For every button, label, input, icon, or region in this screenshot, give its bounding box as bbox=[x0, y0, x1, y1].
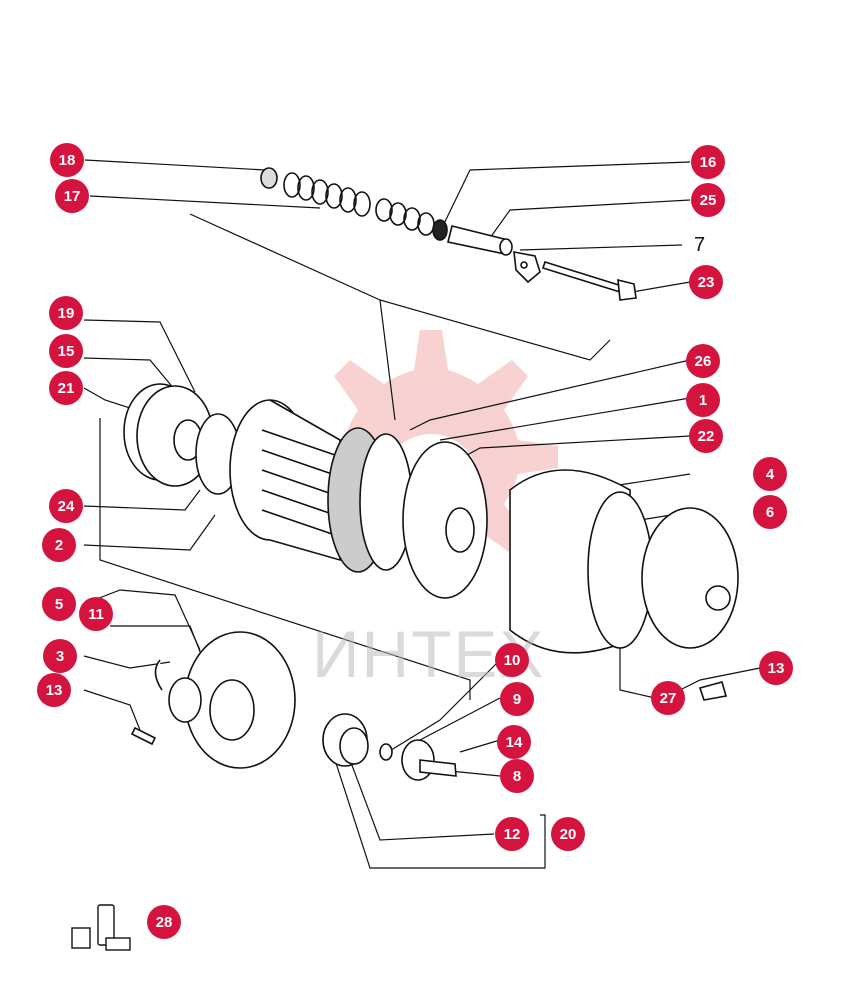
part-bolt-long bbox=[541, 261, 637, 301]
callout-22[interactable]: 22 bbox=[689, 419, 723, 453]
part-bracket bbox=[513, 251, 541, 284]
callout-13[interactable]: 13 bbox=[37, 673, 71, 707]
callout-19[interactable]: 19 bbox=[49, 296, 83, 330]
part-drum-housing bbox=[509, 469, 739, 654]
leader-lines bbox=[83, 159, 761, 869]
callout-27[interactable]: 27 bbox=[651, 681, 685, 715]
callout-15[interactable]: 15 bbox=[49, 334, 83, 368]
callout-11[interactable]: 11 bbox=[79, 597, 113, 631]
callout-21[interactable]: 21 bbox=[49, 371, 83, 405]
part-washer-and-shaft bbox=[379, 739, 457, 781]
callout-13[interactable]: 13 bbox=[759, 651, 793, 685]
part-bearing bbox=[322, 713, 369, 767]
callout-28[interactable]: 28 bbox=[147, 905, 181, 939]
callout-5[interactable]: 5 bbox=[42, 587, 76, 621]
part-piston-assembly bbox=[123, 383, 241, 495]
callout-20[interactable]: 20 bbox=[551, 817, 585, 851]
callout-10[interactable]: 10 bbox=[495, 643, 529, 677]
part-kit-icon bbox=[71, 904, 131, 951]
part-friction-discs bbox=[327, 427, 488, 599]
callout-12[interactable]: 12 bbox=[495, 817, 529, 851]
callout-14[interactable]: 14 bbox=[497, 725, 531, 759]
callout-18[interactable]: 18 bbox=[50, 143, 84, 177]
part-spring-pack bbox=[260, 167, 448, 241]
callout-4[interactable]: 4 bbox=[753, 457, 787, 491]
callout-2[interactable]: 2 bbox=[42, 528, 76, 562]
part-bolt-short-right bbox=[698, 681, 728, 701]
callout-6[interactable]: 6 bbox=[753, 495, 787, 529]
callout-26[interactable]: 26 bbox=[686, 344, 720, 378]
plain-part-label: 7 bbox=[694, 234, 706, 256]
callout-9[interactable]: 9 bbox=[500, 682, 534, 716]
callout-3[interactable]: 3 bbox=[43, 639, 77, 673]
callout-25[interactable]: 25 bbox=[691, 183, 725, 217]
part-pin-sleeve bbox=[447, 225, 513, 256]
callout-16[interactable]: 16 bbox=[691, 145, 725, 179]
callout-8[interactable]: 8 bbox=[500, 759, 534, 793]
part-end-flange bbox=[154, 631, 296, 769]
callout-24[interactable]: 24 bbox=[49, 489, 83, 523]
callout-1[interactable]: 1 bbox=[686, 383, 720, 417]
part-bolt-short-left bbox=[130, 726, 157, 746]
callout-17[interactable]: 17 bbox=[55, 179, 89, 213]
callout-23[interactable]: 23 bbox=[689, 265, 723, 299]
part-clutch-hub bbox=[229, 399, 341, 562]
